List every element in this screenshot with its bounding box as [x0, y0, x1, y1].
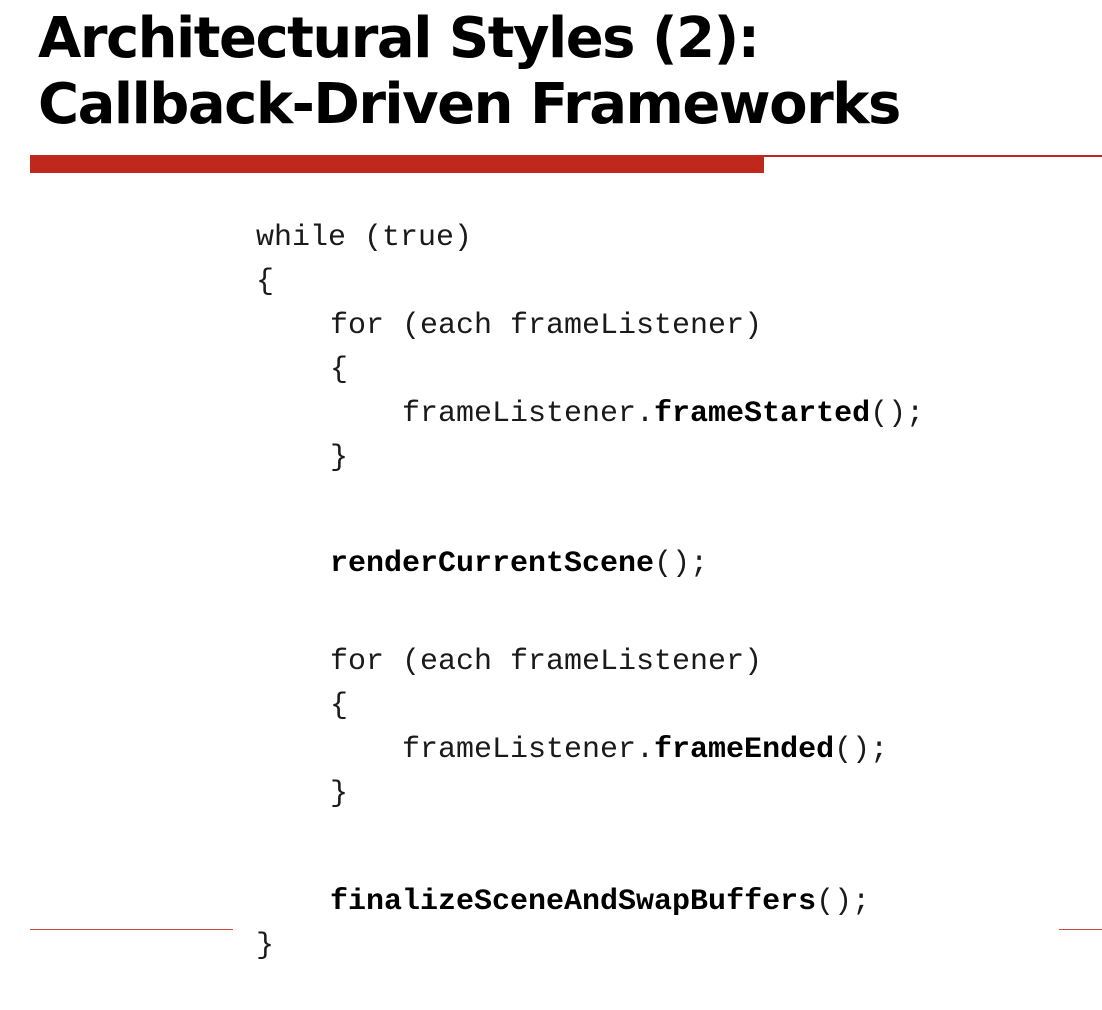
code-line-frame-started: frameListener.frameStarted(); — [402, 392, 924, 436]
slide-title-line-1: Architectural Styles (2): — [38, 6, 760, 71]
code-call-1-method: frameStarted — [654, 397, 871, 431]
code-while-statement: while (true) — [256, 221, 473, 255]
code-finalize-method: finalizeSceneAndSwapBuffers — [330, 885, 817, 919]
code-line-for-1: for (each frameListener) — [330, 304, 762, 348]
code-render-args: (); — [654, 547, 709, 581]
title-underline-thin — [764, 155, 1102, 157]
code-for-1-close-brace: } — [330, 441, 349, 475]
code-line-for-1-open-brace: { — [330, 348, 348, 392]
code-line-finalize: finalizeSceneAndSwapBuffers(); — [330, 880, 870, 924]
code-call-2-receiver: frameListener. — [402, 733, 655, 767]
code-line-outer-close-brace: } — [256, 924, 274, 968]
title-underline-thick — [30, 155, 764, 173]
code-line-render: renderCurrentScene(); — [330, 542, 708, 586]
code-line-for-2-open-brace: { — [330, 684, 348, 728]
code-outer-open-brace: { — [256, 265, 275, 299]
code-for-statement-1: for (each frameListener) — [330, 309, 763, 343]
code-call-2-args: (); — [834, 733, 889, 767]
footer-rule-left — [30, 929, 233, 930]
code-call-1-args: (); — [870, 397, 925, 431]
slide-title: Architectural Styles (2): Callback-Drive… — [38, 6, 901, 138]
code-line-frame-ended: frameListener.frameEnded(); — [402, 728, 888, 772]
code-finalize-args: (); — [816, 885, 871, 919]
code-line-while: while (true) — [256, 216, 472, 260]
footer-rule-right — [1059, 929, 1102, 930]
code-for-2-open-brace: { — [330, 689, 349, 723]
code-call-2-method: frameEnded — [654, 733, 835, 767]
code-render-method: renderCurrentScene — [330, 547, 655, 581]
slide-title-line-2: Callback-Driven Frameworks — [38, 72, 901, 137]
code-for-statement-2: for (each frameListener) — [330, 645, 763, 679]
code-line-for-1-close-brace: } — [330, 436, 348, 480]
code-for-2-close-brace: } — [330, 777, 349, 811]
code-line-outer-open-brace: { — [256, 260, 274, 304]
code-call-1-receiver: frameListener. — [402, 397, 655, 431]
code-line-for-2: for (each frameListener) — [330, 640, 762, 684]
code-line-for-2-close-brace: } — [330, 772, 348, 816]
code-for-1-open-brace: { — [330, 353, 349, 387]
code-outer-close-brace: } — [256, 929, 275, 963]
